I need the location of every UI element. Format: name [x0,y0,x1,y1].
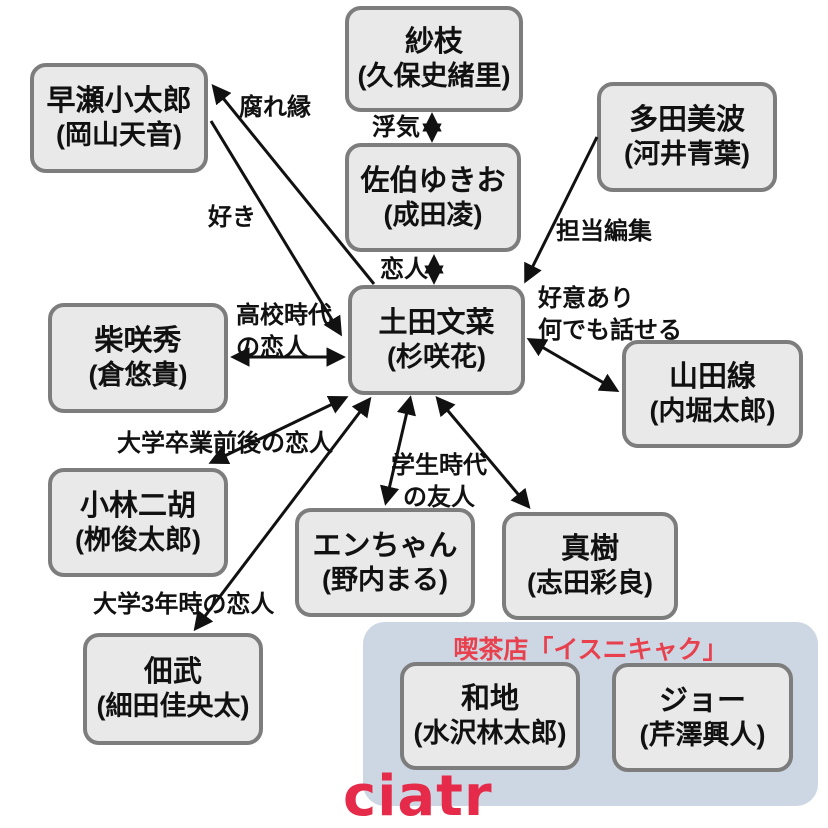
label-koukou-koibito: 高校時代 の恋人 [236,300,332,363]
node-sae-actor: (久保史緒里) [357,61,511,92]
label-koui: 好意あり 何でも話せる [538,283,682,346]
label-tanto-henshu: 担当編集 [556,218,652,245]
node-kobayashi-name: 小林二胡 [79,489,196,522]
node-shibasaki-name: 柴咲秀 [94,325,182,357]
node-wachi-actor: (水沢林太郎) [413,718,567,749]
label-gakusei-line2: の友人 [403,483,475,511]
node-wachi-name: 和地 [460,683,519,715]
node-maki-actor: (志田彩良) [527,568,653,599]
node-tsuchida-name: 土田文菜 [378,307,495,339]
node-yamada-actor: (内堀太郎) [649,396,776,427]
label-koukou-line1: 高校時代 [236,302,332,329]
label-suki: 好き [208,204,256,231]
label-gakusei-line1: 学生時代 [391,452,487,479]
node-kobayashi: 小林二胡 (栁俊太郎) [48,468,228,577]
label-sotsugyou: 大学卒業前後の恋人 [117,430,333,457]
node-shibasaki-actor: (倉悠貴) [88,360,188,391]
node-tsukuda-actor: (細田佳央太) [96,691,250,722]
node-hayase: 早瀬小太郎 (岡山天音) [30,63,208,173]
edge-tanto [524,136,599,284]
node-shibasaki: 柴咲秀 (倉悠貴) [48,303,228,413]
node-tada-name: 多田美波 [628,104,745,136]
edge-koui [526,338,620,392]
node-en-chan: エンちゃん (野内まる) [295,508,475,617]
node-tada-actor: (河井青葉) [624,139,750,170]
node-kobayashi-actor: (栁俊太郎) [75,524,201,555]
node-tsuchida: 土田文菜 (杉咲花) [348,285,525,395]
node-yamada-name: 山田線 [668,361,756,393]
node-saeki-name: 佐伯ゆきお [360,164,506,197]
node-joe-actor: (芹澤興人) [639,719,766,750]
label-gakusei: 学生時代 の友人 [391,450,487,513]
node-maki: 真樹 (志田彩良) [502,512,678,620]
node-en-chan-actor: (野内まる) [322,564,448,595]
node-saeki-actor: (成田凌) [383,199,483,230]
node-saeki: 佐伯ゆきお (成田凌) [345,143,521,252]
node-tada: 多田美波 (河井青葉) [597,82,777,192]
cafe-group-title: 喫茶店「イスニキャク」 [453,636,728,664]
node-sae-name: 紗枝 [404,26,463,58]
label-kusareen: 腐れ縁 [239,94,311,121]
ciatr-logo: ciatr [343,764,493,828]
node-tsukuda: 佃武 (細田佳央太) [83,633,263,745]
node-maki-name: 真樹 [560,533,619,565]
node-hayase-actor: (岡山天音) [56,120,182,151]
label-koui-line1: 好意あり [538,285,634,312]
label-koibito: 恋人 [380,256,428,283]
node-tsukuda-name: 佃武 [143,656,202,688]
node-joe: ジョー (芹澤興人) [612,663,793,772]
label-koui-line2: 何でも話せる [538,316,682,344]
label-daigaku3: 大学3年時の恋人 [93,591,275,618]
node-sae: 紗枝 (久保史緒里) [345,6,523,112]
label-uwaki: 浮気 [372,114,420,141]
node-joe-name: ジョー [658,684,746,717]
node-yamada: 山田線 (内堀太郎) [622,340,803,448]
node-tsuchida-actor: (杉咲花) [387,342,486,373]
node-hayase-name: 早瀬小太郎 [46,85,192,117]
label-koukou-line2: の恋人 [236,333,308,361]
node-en-chan-name: エンちゃん [312,529,458,562]
node-wachi: 和地 (水沢林太郎) [400,662,580,770]
